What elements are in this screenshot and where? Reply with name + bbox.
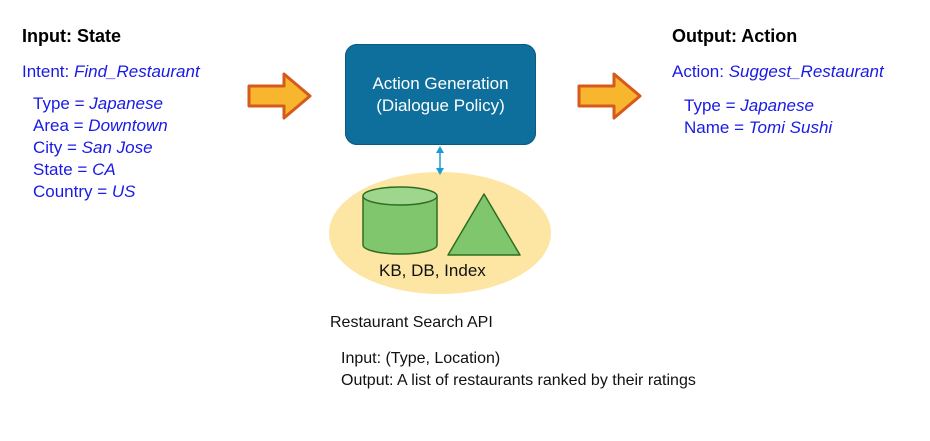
api-details: Input: (Type, Location) Output: A list o… xyxy=(341,348,696,392)
policy-line-1: Action Generation xyxy=(372,73,509,93)
input-attr-state: State = CA xyxy=(33,160,116,179)
output-attributes: Type = Japanese Name = Tomi Sushi xyxy=(684,95,832,139)
input-attr-country: Country = US xyxy=(33,182,136,201)
action-value: Suggest_Restaurant xyxy=(728,62,884,81)
output-header: Output: Action xyxy=(672,26,798,46)
intent-line: Intent: Find_Restaurant xyxy=(22,62,200,82)
api-input-line: Input: (Type, Location) xyxy=(341,350,501,367)
database-cylinder-icon xyxy=(362,186,438,255)
input-attributes: Type = Japanese Area = Downtown City = S… xyxy=(33,93,168,203)
action-line: Action: Suggest_Restaurant xyxy=(672,62,884,82)
input-attr-city: City = San Jose xyxy=(33,138,153,157)
input-attr-type: Type = Japanese xyxy=(33,94,163,113)
api-output-line: Output: A list of restaurants ranked by … xyxy=(341,372,696,389)
input-attr-area: Area = Downtown xyxy=(33,116,168,135)
index-triangle-icon xyxy=(447,193,521,256)
action-generation-box: Action Generation (Dialogue Policy) xyxy=(345,44,536,145)
knowledge-label: KB, DB, Index xyxy=(379,261,486,280)
left-arrow-icon xyxy=(247,72,312,120)
intent-label: Intent: xyxy=(22,62,74,81)
api-title: Restaurant Search API xyxy=(330,314,493,331)
output-attr-type: Type = Japanese xyxy=(684,96,814,115)
input-header: Input: State xyxy=(22,26,121,46)
intent-value: Find_Restaurant xyxy=(73,62,200,81)
right-arrow-icon xyxy=(577,72,642,120)
output-attr-name: Name = Tomi Sushi xyxy=(684,118,833,137)
policy-line-2: (Dialogue Policy) xyxy=(376,95,505,115)
action-label: Action: xyxy=(672,62,729,81)
policy-kb-connector xyxy=(436,146,444,175)
